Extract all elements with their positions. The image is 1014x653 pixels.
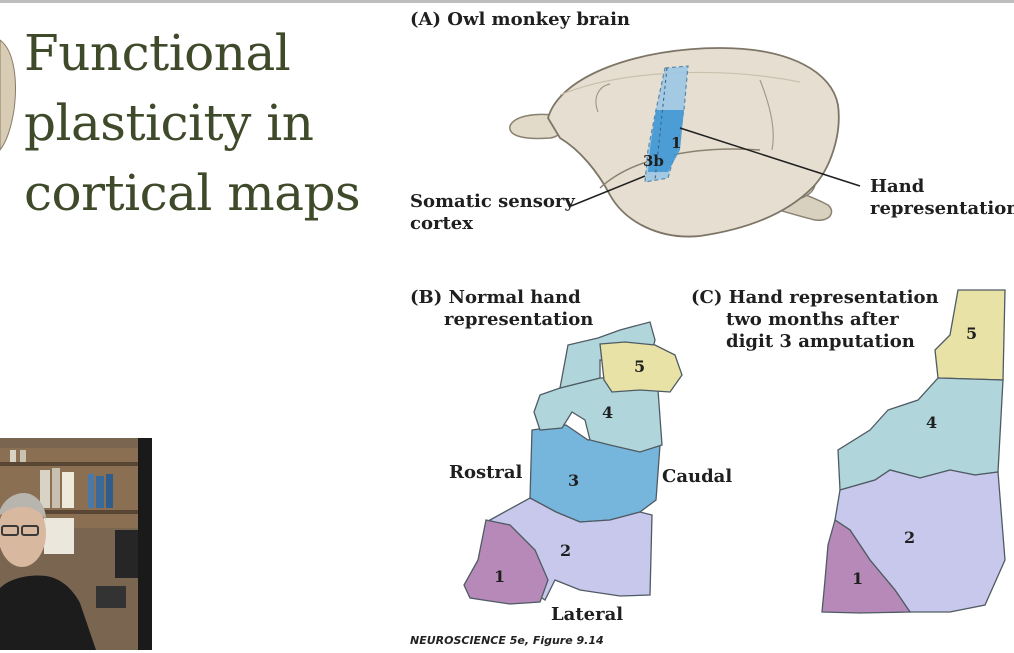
b-digit-5-label: 5 (634, 357, 645, 376)
somatic-label-line-1: Somatic sensory (410, 191, 575, 212)
caudal-label: Caudal (662, 466, 733, 487)
desk-phone (96, 586, 126, 608)
slide-title: Functional plasticity in cortical maps (24, 18, 384, 228)
b-digit-4-label: 4 (602, 403, 613, 422)
somatic-sensory-label: Somatic sensory cortex (410, 191, 575, 235)
webcam-scene (0, 438, 152, 650)
title-line-1: Functional (24, 24, 291, 82)
hand-label-line-2: representation (870, 198, 1014, 219)
c-digit-4-label: 4 (926, 413, 937, 432)
panel-b-title-line-2: representation (444, 309, 594, 330)
hand-label-line-1: Hand (870, 176, 925, 197)
somatic-leader-line (570, 175, 646, 207)
sulcus-1 (595, 83, 611, 113)
figure-credit: NEUROSCIENCE 5e, Figure 9.14 (410, 634, 604, 647)
wall-paper (44, 518, 74, 554)
panel-c-title-line-2: two months after (726, 309, 899, 330)
rostral-label: Rostral (449, 462, 523, 483)
hand-representation-area (648, 110, 684, 172)
b-digit-1-label: 1 (494, 567, 505, 586)
c-digit-1-region (821, 518, 912, 614)
b-digit-1-region (463, 519, 549, 605)
sulcus-2 (759, 79, 774, 151)
c-digit-2-label: 2 (904, 528, 915, 547)
b-digit-2-label: 2 (560, 541, 571, 560)
top-divider (0, 0, 1014, 3)
panel-c-title-line-1: (C) Hand representation (691, 287, 939, 308)
b-digit-3-label: 3 (568, 471, 579, 490)
b-digit-5-region (599, 341, 683, 393)
hand-leader-line (679, 127, 861, 187)
decorative-brain-fragment (0, 39, 16, 151)
somatic-label-line-2: cortex (410, 213, 473, 234)
c-digit-4-region (837, 377, 1004, 491)
normal-hand-map (463, 321, 683, 605)
c-digit-5-label: 5 (966, 324, 977, 343)
panel-a-title: (A) Owl monkey brain (410, 9, 630, 30)
lateral-label: Lateral (551, 604, 624, 625)
title-line-3: cortical maps (24, 164, 361, 222)
panel-c-title-line-3: digit 3 amputation (726, 331, 915, 352)
panel-b-title: (B) Normal hand representation (410, 287, 593, 331)
c-digit-1-label: 1 (852, 569, 863, 588)
hand-representation-label: Hand representation (870, 176, 1014, 220)
amputation-hand-map (821, 289, 1006, 614)
panel-c-title: (C) Hand representation two months after… (691, 287, 939, 353)
presenter-body (0, 575, 96, 650)
panel-b-title-line-1: (B) Normal hand (410, 287, 581, 308)
area-3b-label: 3b (643, 152, 664, 170)
area-1-label: 1 (671, 134, 681, 152)
owl-monkey-brain-illustration: 3b 1 (509, 47, 861, 238)
title-line-2: plasticity in (24, 94, 314, 152)
presenter-webcam (0, 438, 152, 650)
